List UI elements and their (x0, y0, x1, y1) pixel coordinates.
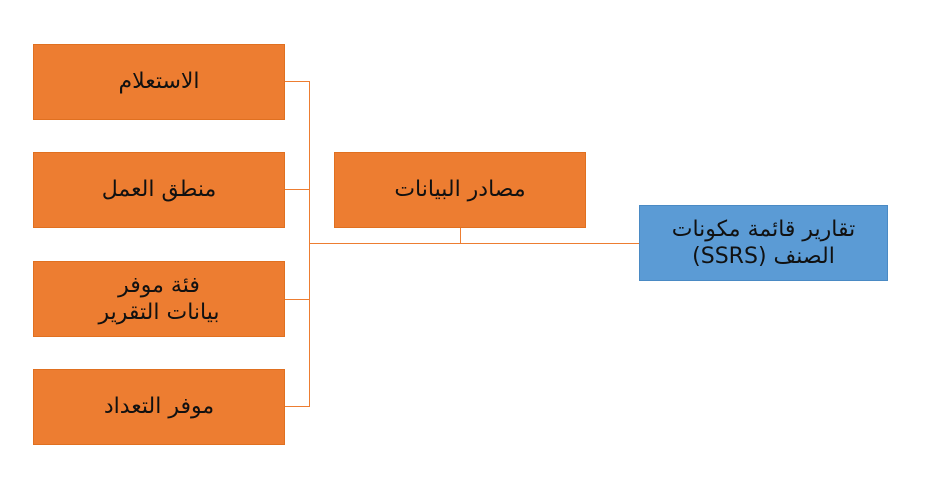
leaf-node-business-logic: منطق العمل (33, 152, 285, 228)
middle-node-data-sources-label: مصادر البيانات (394, 177, 526, 203)
root-node-bom-reports: تقارير قائمة مكونات الصنف (SSRS) (639, 205, 888, 281)
leaf-node-business-logic-label: منطق العمل (101, 177, 217, 203)
leaf-node-report-data-provider: فئة موفر بيانات التقرير (33, 261, 285, 337)
leaf-node-query-label: الاستعلام (118, 69, 200, 95)
leaf-node-report-data-provider-label: فئة موفر بيانات التقرير (98, 272, 220, 326)
middle-node-data-sources: مصادر البيانات (334, 152, 586, 228)
leaf-node-enumeration-provider-label: موفر التعداد (103, 394, 215, 420)
leaf-node-query: الاستعلام (33, 44, 285, 120)
root-node-bom-reports-label: تقارير قائمة مكونات الصنف (SSRS) (671, 216, 856, 270)
leaf-node-enumeration-provider: موفر التعداد (33, 369, 285, 445)
